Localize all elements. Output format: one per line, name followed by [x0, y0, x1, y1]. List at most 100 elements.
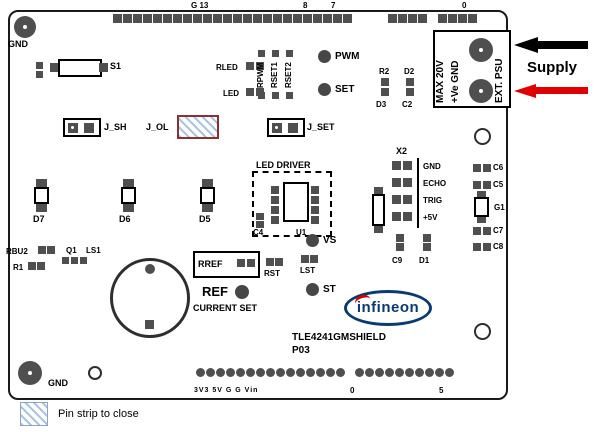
pad: [38, 246, 46, 254]
pin-pad: [418, 14, 427, 23]
pin-pad: [355, 368, 364, 377]
pin-pad: [306, 368, 315, 377]
pad: [310, 255, 318, 263]
pad: [406, 78, 414, 86]
infineon-logo-text: infineon: [356, 299, 420, 316]
pad: [272, 92, 279, 99]
pin-pad: [153, 14, 162, 23]
pin-pad: [398, 14, 407, 23]
red-arrow-shaft: [536, 87, 588, 94]
gnd-pad-top-dot: [23, 25, 27, 29]
pad: [36, 179, 47, 187]
black-arrow-icon: [514, 37, 538, 53]
pin-pad: [375, 368, 384, 377]
pad-dot: [71, 126, 74, 129]
pad: [311, 216, 319, 224]
r1-label: R1: [13, 263, 24, 272]
pad: [258, 92, 265, 99]
d2-label: D2: [404, 67, 415, 76]
pin-pad: [336, 368, 345, 377]
rref-label: RREF: [198, 259, 223, 269]
pin-pad: [468, 14, 477, 23]
j-ol-label: J_OL: [146, 122, 169, 132]
pin-pad: [226, 368, 235, 377]
pad: [483, 243, 491, 251]
top-header-label-g13: G 13: [191, 1, 209, 10]
pad: [396, 243, 404, 251]
pad: [473, 227, 481, 235]
x2-echo-label: ECHO: [423, 179, 447, 188]
pin-pad: [323, 14, 332, 23]
board-name: TLE4241GMSHIELD: [292, 332, 386, 343]
pin-pad: [173, 14, 182, 23]
pad: [145, 320, 154, 329]
pin-pad: [385, 368, 394, 377]
pin-pad: [276, 368, 285, 377]
rst-label: RST: [264, 269, 280, 278]
pad: [396, 234, 404, 242]
pad: [374, 187, 383, 194]
bottom-header-pins-2: [355, 368, 455, 378]
top-header-pins-1: [113, 14, 353, 24]
s1-label: S1: [110, 61, 122, 71]
mounting-hole: [88, 366, 102, 380]
pad: [272, 50, 279, 57]
pad: [275, 258, 283, 266]
g1-label: G1: [494, 203, 505, 212]
pad: [62, 257, 69, 264]
pad: [473, 164, 481, 172]
component-d5: [200, 187, 215, 204]
ref-testpoint: [235, 285, 249, 299]
mounting-hole: [474, 323, 491, 340]
pin-pad: [203, 14, 212, 23]
lst-label: LST: [300, 266, 316, 275]
pin-pad: [343, 14, 352, 23]
pin-pad: [183, 14, 192, 23]
top-header-label-8: 8: [303, 1, 308, 10]
bottom-header-label-a5: 5: [439, 386, 444, 395]
c8-label: C8: [493, 242, 504, 251]
pad: [123, 204, 134, 212]
d1-label: D1: [419, 256, 430, 265]
pin-pad: [405, 368, 414, 377]
pad: [258, 50, 265, 57]
d7-label: D7: [33, 214, 45, 224]
pin-pad: [223, 14, 232, 23]
d6-label: D6: [119, 214, 131, 224]
infineon-logo: infineon: [344, 290, 432, 326]
component-s1: [58, 59, 102, 77]
pin-pad: [326, 368, 335, 377]
pin-pad: [445, 368, 454, 377]
d5-label: D5: [199, 214, 211, 224]
pad: [403, 178, 412, 187]
pad: [36, 71, 43, 78]
pad: [37, 262, 45, 270]
component-d7: [34, 187, 49, 204]
pad: [311, 206, 319, 214]
buzzer-pad: [145, 264, 155, 274]
top-header-label-7: 7: [331, 1, 336, 10]
pin-pad: [196, 368, 205, 377]
c4-label: C4: [253, 228, 264, 237]
pin-pad: [266, 368, 275, 377]
pad: [50, 63, 59, 72]
d3-label: D3: [376, 100, 387, 109]
pad: [477, 191, 486, 197]
led-driver-label: LED DRIVER: [256, 160, 311, 170]
pad: [256, 221, 264, 228]
x2-trig-label: TRIG: [423, 196, 443, 205]
pad: [271, 186, 279, 194]
set-testpoint: [318, 83, 331, 96]
pin-pad: [408, 14, 417, 23]
j-ol-pin-strip-highlight: [177, 115, 219, 139]
supply-gnd-terminal-dot: [479, 48, 483, 52]
pad: [237, 259, 245, 267]
gnd-pad-bottom-dot: [28, 371, 32, 375]
c9-label: C9: [392, 256, 403, 265]
pad: [286, 50, 293, 57]
pad: [423, 234, 431, 242]
x2-bracket: [417, 158, 419, 228]
pin-pad: [263, 14, 272, 23]
pad: [28, 262, 36, 270]
